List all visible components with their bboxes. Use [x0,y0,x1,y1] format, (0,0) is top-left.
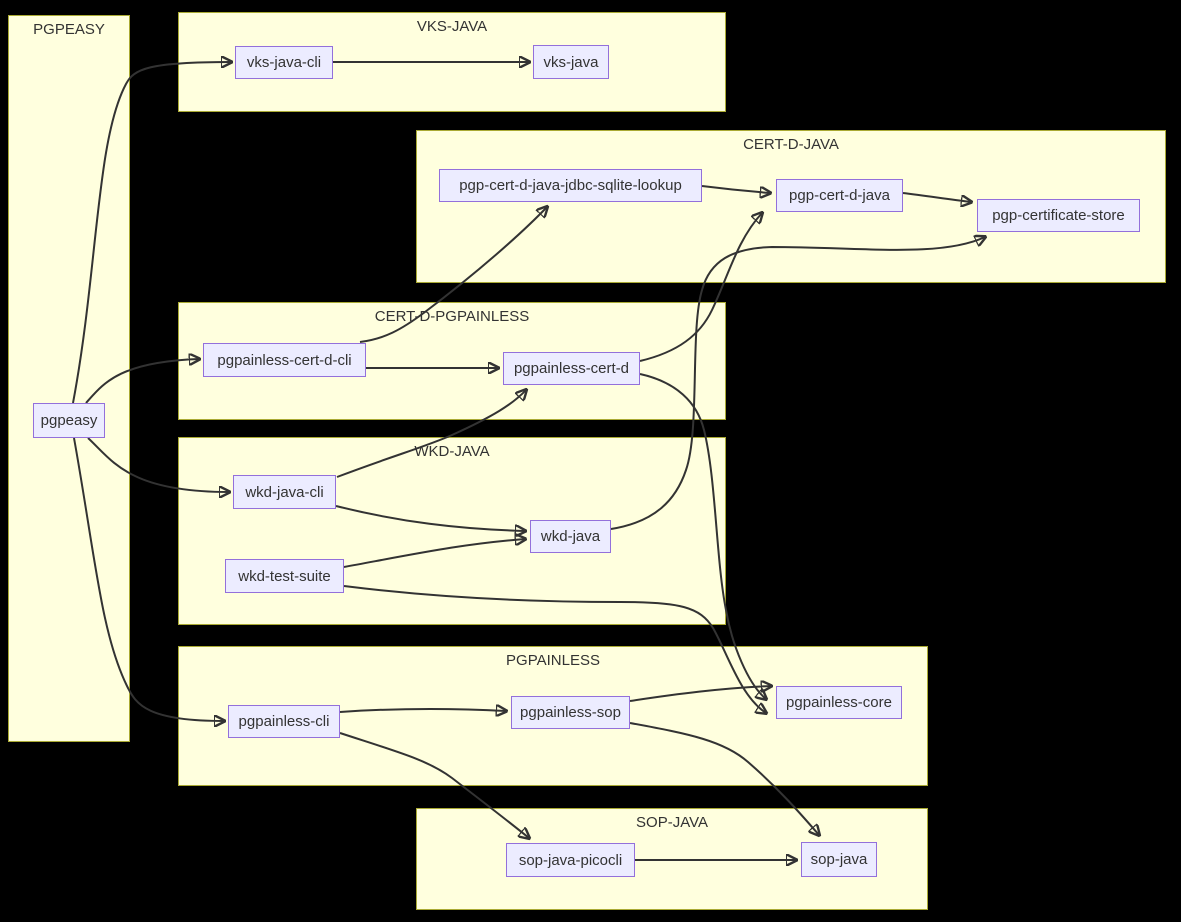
node-pgp-cert-d-java: pgp-cert-d-java [776,179,903,212]
group-label-cert-d-pgpainless-group: CERT-D-PGPAINLESS [374,308,530,325]
node-wkd-java-cli: wkd-java-cli [233,475,336,509]
node-pgpainless-cert-d: pgpainless-cert-d [503,352,640,385]
node-wkd-test-suite: wkd-test-suite [225,559,344,593]
group-label-cert-d-java-group: CERT-D-JAVA [743,136,839,153]
node-pgpainless-cli: pgpainless-cli [228,705,340,738]
group-wkd-java-group: WKD-JAVA [178,437,726,625]
node-wkd-java: wkd-java [530,520,611,553]
group-label-sop-java-group: SOP-JAVA [636,814,708,831]
group-label-vks-java-group: VKS-JAVA [416,18,488,35]
node-pgp-certificate-store: pgp-certificate-store [977,199,1140,232]
node-vks-java-cli: vks-java-cli [235,46,333,79]
node-pgpainless-cert-d-cli: pgpainless-cert-d-cli [203,343,366,377]
node-sop-java: sop-java [801,842,877,877]
group-label-pgpeasy-group: PGPEASY [33,21,105,38]
group-label-wkd-java-group: WKD-JAVA [414,443,490,460]
node-pgpainless-core: pgpainless-core [776,686,902,719]
node-pgp-cert-d-java-jdbc-sqlite-lookup: pgp-cert-d-java-jdbc-sqlite-lookup [439,169,702,202]
node-pgpainless-sop: pgpainless-sop [511,696,630,729]
node-sop-java-picocli: sop-java-picocli [506,843,635,877]
node-pgpeasy: pgpeasy [33,403,105,438]
group-pgpeasy-group: PGPEASY [8,15,130,742]
node-vks-java: vks-java [533,45,609,79]
group-label-pgpainless-group: PGPAINLESS [506,652,600,669]
